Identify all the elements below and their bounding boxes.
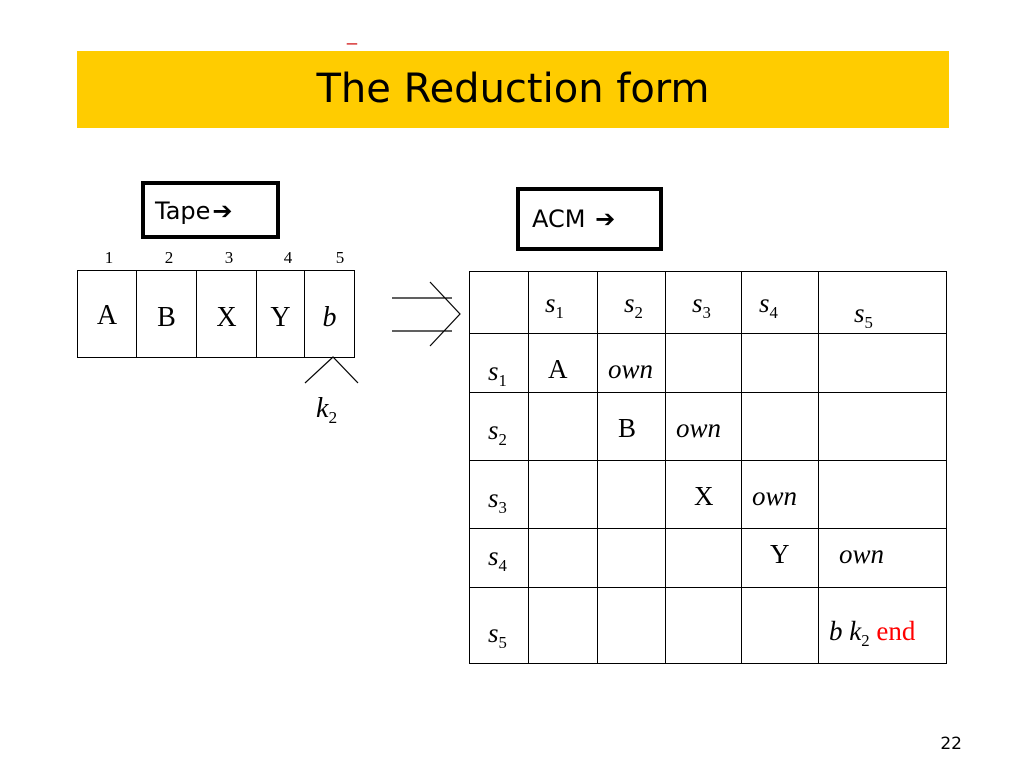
row-header: s3 [469,460,529,529]
matrix-cell: Y [741,528,819,588]
corner-cell [469,271,529,334]
matrix-cell [818,333,947,393]
matrix-cell [741,392,819,461]
tape-cell: b [304,270,355,358]
matrix-cell [665,528,742,588]
matrix-cell [597,587,666,664]
tape-index: 1 [104,248,114,267]
matrix-cell [528,460,598,529]
top-red-mark: _ [346,25,357,45]
column-header: s1 [528,271,598,334]
column-header: s4 [741,271,819,334]
matrix-cell: b k2 end [818,587,947,664]
slide-title: The Reduction form [316,66,710,112]
matrix-cell [741,333,819,393]
end-marker: end [876,616,916,646]
matrix-cell: own [665,392,742,461]
matrix-cell [528,392,598,461]
matrix-cell: B [597,392,666,461]
column-header: s5 [818,271,947,334]
matrix-cell [665,587,742,664]
page-number: 22 [940,734,962,754]
row-header: s2 [469,392,529,461]
acm-label-box: ACM ➔ [516,187,663,251]
right-arrow-icon: ➔ [212,197,233,225]
matrix-cell [528,587,598,664]
acm-label: ACM [532,205,586,233]
matrix-cell [818,392,947,461]
tape: A B X Y b [77,270,355,358]
tape-label: Tape [155,197,211,225]
matrix-cell: A [528,333,598,393]
tape-label-box: Tape➔ [141,181,280,239]
matrix-cell [597,528,666,588]
acm-matrix: s1 s2 s3 s4 s5 s1 A own s2 B own s3 X ow… [469,271,947,664]
tape-index: 3 [224,248,234,267]
matrix-cell: own [818,528,947,588]
tape-index: 2 [164,248,174,267]
tape-cell: Y [256,270,305,358]
matrix-cell [818,460,947,529]
implies-arrow-icon [392,281,461,347]
right-arrow-icon: ➔ [595,205,616,233]
row-header: s4 [469,528,529,588]
tape-index: 5 [335,248,345,267]
matrix-cell: own [741,460,819,529]
matrix-cell [665,333,742,393]
title-bar: The Reduction form [77,51,949,128]
tape-head-label: k2 [316,393,338,428]
matrix-cell [528,528,598,588]
matrix-cell: X [665,460,742,529]
matrix-cell [597,460,666,529]
tape-cell: X [196,270,257,358]
tape-index: 4 [283,248,293,267]
tape-head-marker [304,356,359,384]
matrix-cell [741,587,819,664]
row-header: s1 [469,333,529,393]
column-header: s2 [597,271,666,334]
tape-cell: B [136,270,197,358]
row-header: s5 [469,587,529,664]
column-header: s3 [665,271,742,334]
matrix-cell: own [597,333,666,393]
tape-cell: A [77,270,137,358]
